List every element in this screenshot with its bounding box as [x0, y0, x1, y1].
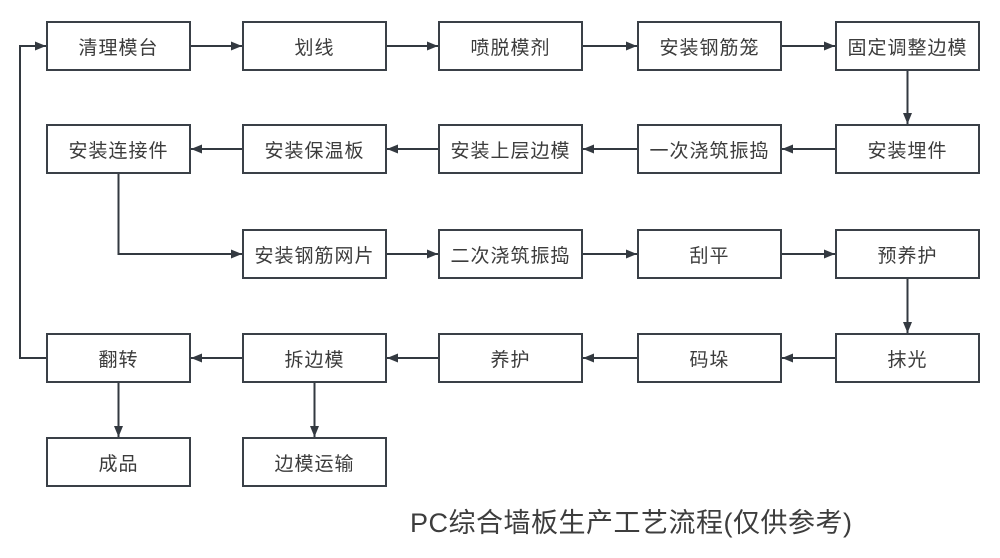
flow-node-second-pour-vibrate: 二次浇筑振捣 [438, 229, 583, 279]
flow-node-label: 安装上层边模 [450, 140, 571, 162]
flow-node-troweling: 抹光 [835, 333, 980, 383]
flow-node-curing: 养护 [438, 333, 583, 383]
flow-node-label: 划线 [294, 37, 335, 59]
flow-node-install-rebar-mesh: 安装钢筋网片 [242, 229, 387, 279]
flow-node-remove-side-forms: 拆边模 [242, 333, 387, 383]
flow-node-label: 拆边模 [284, 349, 345, 371]
flow-node-install-rebar-cage: 安装钢筋笼 [637, 21, 782, 71]
flow-node-fix-adjust-side-forms: 固定调整边模 [835, 21, 980, 71]
flow-node-spray-release-agent: 喷脱模剂 [438, 21, 583, 71]
flow-arrow-flip-to-clean-mold-table [19, 41, 46, 359]
flow-node-label: 安装钢筋网片 [254, 245, 375, 267]
flow-node-label: 一次浇筑振捣 [649, 140, 770, 162]
flow-node-label: 码垛 [689, 349, 730, 371]
flow-node-label: 预养护 [877, 245, 938, 267]
flow-node-label: 喷脱模剂 [470, 37, 551, 59]
flow-node-scribing: 划线 [242, 21, 387, 71]
flow-node-label: 二次浇筑振捣 [450, 245, 571, 267]
flow-node-flip: 翻转 [46, 333, 191, 383]
flow-node-label: 边模运输 [274, 453, 355, 475]
flow-node-stacking: 码垛 [637, 333, 782, 383]
flow-node-label: 刮平 [689, 245, 730, 267]
flow-node-install-upper-side-forms: 安装上层边模 [438, 124, 583, 174]
flow-node-install-insulation-board: 安装保温板 [242, 124, 387, 174]
flow-node-label: 抹光 [887, 349, 928, 371]
flow-node-pre-curing: 预养护 [835, 229, 980, 279]
flow-node-install-connectors: 安装连接件 [46, 124, 191, 174]
flow-arrow-install-connectors-to-install-rebar-mesh [117, 174, 242, 259]
flow-node-finished-product: 成品 [46, 437, 191, 487]
flow-node-screeding: 刮平 [637, 229, 782, 279]
flow-node-label: 固定调整边模 [847, 37, 968, 59]
flow-node-label: 养护 [490, 349, 531, 371]
flow-node-install-embedded-parts: 安装埋件 [835, 124, 980, 174]
flow-node-label: 安装连接件 [68, 140, 169, 162]
flow-node-label: 翻转 [98, 349, 139, 371]
flow-node-label: 成品 [98, 453, 139, 475]
flow-node-first-pour-vibrate: 一次浇筑振捣 [637, 124, 782, 174]
flow-node-label: 安装埋件 [867, 140, 948, 162]
flow-node-label: 清理模台 [78, 37, 159, 59]
flow-node-label: 安装保温板 [264, 140, 365, 162]
flow-node-clean-mold-table: 清理模台 [46, 21, 191, 71]
flow-node-label: 安装钢筋笼 [659, 37, 760, 59]
diagram-title: PC综合墙板生产工艺流程(仅供参考) [410, 508, 853, 538]
flow-node-side-form-transport: 边模运输 [242, 437, 387, 487]
